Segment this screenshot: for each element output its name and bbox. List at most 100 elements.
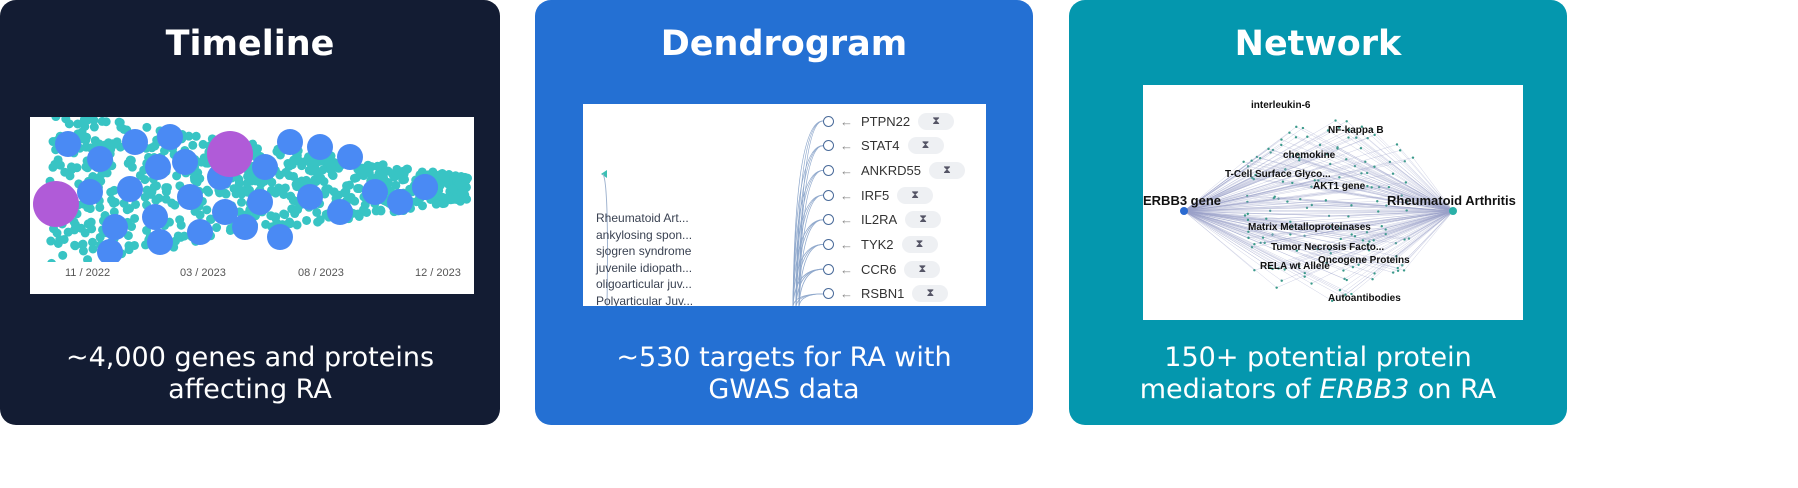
- edge: [1183, 187, 1380, 212]
- gene-node[interactable]: ←IRF5⧗: [823, 185, 934, 205]
- hourglass-icon[interactable]: ⧗: [905, 211, 942, 229]
- edge: [1311, 210, 1454, 284]
- mediator-label[interactable]: Tumor Necrosis Facto...: [1271, 242, 1385, 253]
- dendrogram-link: [798, 293, 824, 306]
- node-circle-icon[interactable]: [823, 189, 834, 201]
- mediator-label[interactable]: T-Cell Surface Glyco...: [1225, 169, 1331, 180]
- bubble: [187, 219, 213, 245]
- edge: [1392, 173, 1454, 212]
- edge: [1183, 210, 1285, 270]
- hourglass-icon[interactable]: ⧗: [928, 161, 965, 179]
- gene-label: IRF5: [861, 187, 890, 203]
- bubble: [64, 119, 74, 129]
- caption-line: ~4,000 genes and proteins: [65, 342, 435, 373]
- bubble: [285, 219, 295, 229]
- hourglass-icon[interactable]: ⧗: [901, 236, 938, 253]
- mediator-label[interactable]: NF-kappa B: [1328, 125, 1384, 136]
- gene-node[interactable]: ←TYK2⧗: [823, 235, 938, 255]
- collapse-marker: [601, 170, 607, 178]
- mediator-label[interactable]: AKT1 gene: [1313, 181, 1366, 192]
- bubble: [149, 182, 159, 192]
- disease-label[interactable]: oligoarticular juv...: [596, 277, 692, 291]
- node-circle-icon[interactable]: [823, 164, 834, 176]
- disease-list: Rheumatoid Art... ankylosing spon... sjogr…: [596, 210, 693, 306]
- edge: [1255, 174, 1454, 212]
- hourglass-icon[interactable]: ⧗: [907, 137, 944, 155]
- disease-label[interactable]: Rheumatoid Art...: [596, 211, 689, 225]
- node-circle-icon[interactable]: [823, 140, 834, 152]
- timeline-card[interactable]: Timeline 11 / 2022 03 / 2023 08 / 2023 1…: [0, 0, 500, 425]
- dendrogram-card[interactable]: Dendrogram Rheumatoid Art...ankylosing s…: [535, 0, 1033, 425]
- mediator-label[interactable]: chemokine: [1283, 150, 1336, 161]
- mediator-node: [1395, 143, 1399, 146]
- mediator-label[interactable]: Oncogene Proteins: [1318, 255, 1410, 266]
- edge: [1348, 210, 1454, 217]
- disease-label[interactable]: Polyarticular Juv...: [596, 293, 694, 307]
- mediator-node: [1404, 181, 1408, 184]
- bubble: [147, 229, 173, 255]
- bubble: [412, 174, 438, 200]
- gene-node[interactable]: ←ANKRD55⧗: [823, 160, 965, 180]
- edge: [1304, 210, 1454, 277]
- disease-label[interactable]: juvenile idiopath...: [596, 260, 693, 275]
- bubble: [204, 187, 214, 197]
- hourglass-icon[interactable]: ⧗: [904, 260, 941, 278]
- bubble: [184, 131, 194, 141]
- gene-node[interactable]: ←CCR6⧗: [823, 259, 941, 279]
- node-circle-icon[interactable]: [823, 214, 834, 226]
- hourglass-icon[interactable]: ⧗: [912, 285, 949, 303]
- gene-node[interactable]: ←RSBN1⧗: [823, 284, 949, 304]
- bubble: [289, 155, 299, 165]
- edge: [1183, 185, 1368, 212]
- edge: [1361, 126, 1454, 212]
- gene-node[interactable]: ←PTPN22⧗: [823, 111, 955, 131]
- gene-label: STAT4: [861, 138, 900, 154]
- bubble: [115, 118, 125, 128]
- bubble: [142, 122, 152, 132]
- mediator-node: [1280, 279, 1283, 282]
- edge: [1270, 152, 1454, 212]
- bubble: [354, 211, 364, 221]
- mediator-label[interactable]: Autoantibodies: [1328, 293, 1401, 304]
- mediator-node: [1345, 120, 1348, 123]
- edge: [1299, 157, 1454, 212]
- edge: [1183, 210, 1277, 288]
- gene-label: PTPN22: [861, 113, 911, 129]
- node-circle-icon[interactable]: [823, 288, 834, 300]
- edge: [1352, 210, 1454, 268]
- network-card[interactable]: Network ERBB3 gene Rheumatoid Arthritis …: [1069, 0, 1567, 425]
- bubble: [189, 172, 199, 182]
- caption-line: 150+ potential protein: [1164, 342, 1472, 373]
- node-circle-icon[interactable]: [823, 263, 834, 275]
- edge: [1351, 210, 1454, 295]
- mediator-node: [1296, 153, 1299, 156]
- bubble: [315, 215, 325, 225]
- gene-node[interactable]: ←IL2RA⧗: [823, 210, 942, 230]
- edge: [1351, 205, 1454, 212]
- edge: [1183, 187, 1372, 212]
- mediator-label[interactable]: Matrix Metalloproteinases: [1248, 222, 1371, 233]
- mediator-node: [1370, 128, 1374, 131]
- edge: [1397, 210, 1454, 269]
- edge: [1281, 144, 1454, 212]
- edge: [1183, 172, 1368, 212]
- mediator-label[interactable]: interleukin-6: [1251, 100, 1311, 111]
- disease-label[interactable]: sjogren syndrome: [596, 244, 692, 258]
- mediator-node: [1405, 209, 1408, 212]
- node-circle-icon[interactable]: [823, 115, 834, 127]
- hourglass-icon[interactable]: ⧗: [897, 186, 934, 204]
- edge: [1367, 210, 1454, 245]
- edge: [1377, 201, 1454, 212]
- edge: [1332, 210, 1454, 301]
- bubble: [215, 188, 225, 198]
- mediator-node: [1281, 180, 1285, 183]
- bubble: [371, 206, 381, 216]
- gene-node[interactable]: ←STAT4⧗: [823, 136, 944, 156]
- bubble: [69, 225, 79, 235]
- mediator-node: [1306, 135, 1309, 138]
- mediator-label[interactable]: RELA wt Allele: [1260, 261, 1330, 272]
- disease-label[interactable]: ankylosing spon...: [596, 227, 693, 242]
- edge: [1183, 210, 1297, 251]
- hourglass-icon[interactable]: ⧗: [918, 112, 955, 130]
- node-circle-icon[interactable]: [823, 239, 834, 250]
